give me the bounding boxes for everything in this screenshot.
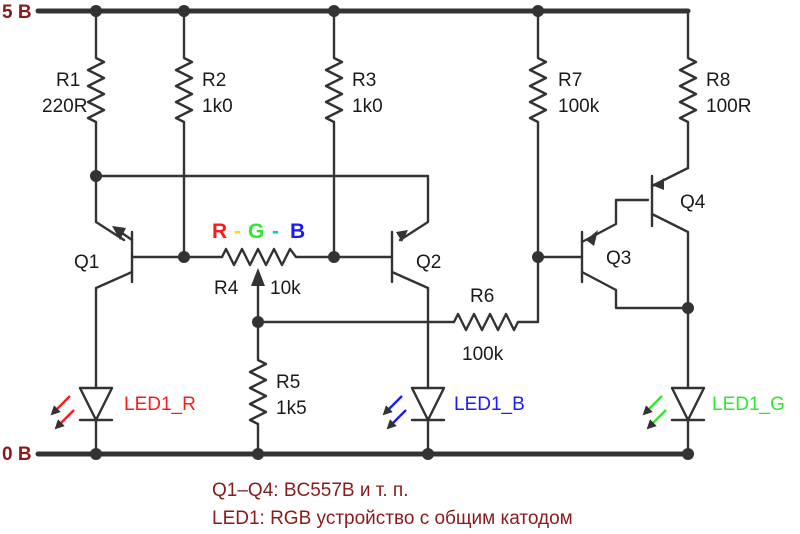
- note-led: LED1: RGB устройство с общим катодом: [212, 508, 573, 529]
- resistor-r1: [86, 9, 106, 178]
- r7-name: R7: [558, 70, 582, 91]
- r8-value: 100R: [706, 96, 751, 117]
- resistor-r5: [248, 320, 268, 456]
- r8-name: R8: [706, 70, 730, 91]
- rgb-sep2: -: [272, 220, 279, 243]
- note-transistors: Q1–Q4: BC557B и т. п.: [212, 480, 408, 501]
- vcc-label: 5 В: [2, 2, 32, 23]
- transistor-q3: [580, 198, 690, 310]
- q3-name: Q3: [606, 248, 631, 269]
- r4-value: 10k: [270, 278, 301, 299]
- potentiometer-r4: [182, 247, 336, 324]
- r6-value: 100k: [462, 344, 504, 365]
- transistor-q2: [390, 230, 430, 390]
- led-b-label: LED1_B: [454, 394, 525, 415]
- r4-name: R4: [214, 278, 239, 299]
- q2-name: Q2: [416, 252, 441, 273]
- led-red: [50, 386, 114, 456]
- r2-name: R2: [202, 70, 226, 91]
- led-blue: [382, 386, 446, 456]
- transistor-q4: [650, 166, 690, 390]
- q4-name: Q4: [680, 192, 706, 213]
- r1-value: 220R: [42, 96, 87, 117]
- rgb-r: R: [212, 220, 227, 243]
- rgb-label: R - G - B: [212, 220, 305, 243]
- resistor-r3: [324, 9, 344, 259]
- r6-name: R6: [470, 286, 494, 307]
- rgb-sep1: -: [234, 220, 241, 243]
- resistor-r2: [174, 9, 194, 259]
- rgb-b: B: [290, 220, 305, 243]
- r2-value: 1k0: [202, 96, 233, 117]
- resistor-r7: [528, 9, 548, 259]
- gnd-label: 0 В: [2, 444, 32, 465]
- r3-value: 1k0: [352, 96, 383, 117]
- junction-dots: [90, 5, 694, 460]
- led-g-label: LED1_G: [712, 394, 785, 415]
- r5-value: 1k5: [276, 398, 307, 419]
- q1-name: Q1: [74, 252, 99, 273]
- r3-name: R3: [352, 70, 376, 91]
- r5-name: R5: [276, 372, 300, 393]
- resistor-r6: [452, 255, 540, 332]
- r1-name: R1: [56, 70, 80, 91]
- resistor-r8: [678, 9, 698, 170]
- rgb-g: G: [248, 220, 264, 243]
- led-r-label: LED1_R: [124, 394, 196, 415]
- transistor-q1: [94, 226, 186, 390]
- r7-value: 100k: [558, 96, 600, 117]
- led-green: [642, 386, 706, 456]
